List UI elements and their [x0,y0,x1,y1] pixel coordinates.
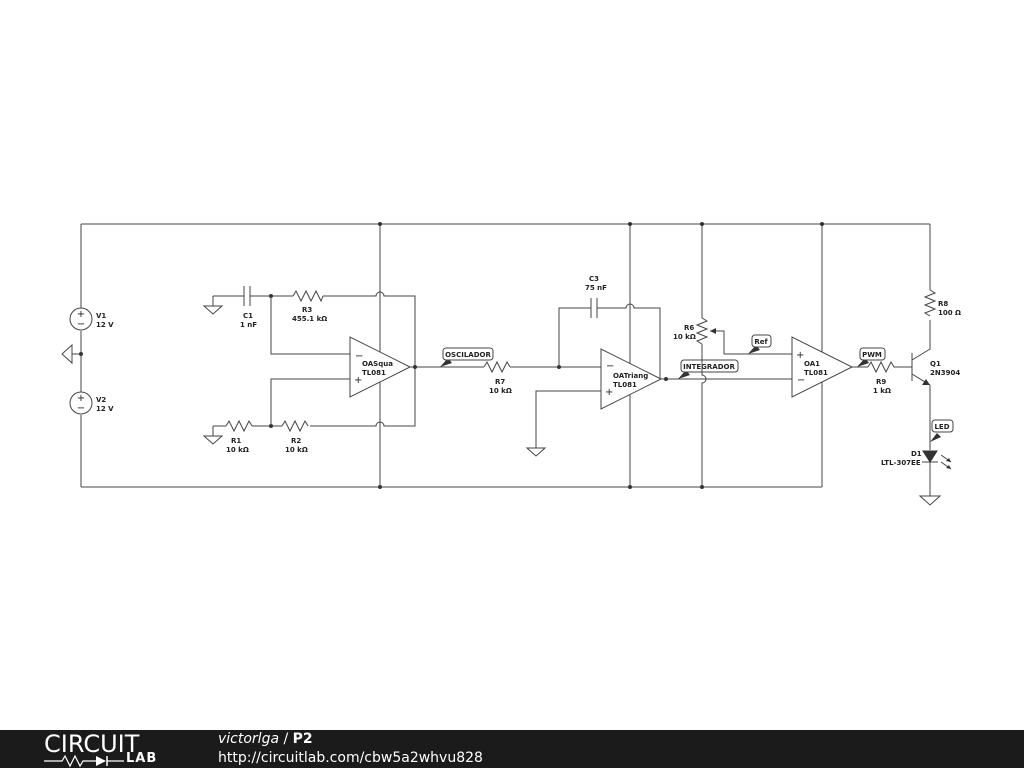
oa1-ref: OA1 [804,360,820,368]
ground-symbol-led [918,495,942,506]
resistor-r3: R3 455.1 kΩ [292,289,327,323]
c1-value: 1 nF [240,321,257,329]
integrador-text: INTEGRADOR [683,363,735,371]
r3-value: 455.1 kΩ [292,315,327,323]
ground-symbol-c1 [202,296,224,315]
r7-value: 10 kΩ [489,387,512,395]
q1-ref: Q1 [930,360,941,368]
v2-plus-sign: + [77,393,85,404]
circuitlab-logo[interactable]: CIRCUIT LAB [44,730,174,768]
footer-meta: victorlga / P2 http://circuitlab.com/cbw… [218,730,483,767]
circuit-schematic: + − V1 12 V + − V2 12 V C1 1 nF R3 455.1… [61,222,961,506]
v2-minus-sign: − [77,403,85,414]
led-d1: D1 LTL-307EE [881,450,952,470]
r9-ref: R9 [876,378,886,386]
d1-value: LTL-307EE [881,459,921,467]
r2-ref: R2 [291,437,301,445]
ground-symbol-r1 [202,426,224,445]
transistor-q1: Q1 2N3904 [911,224,960,386]
oatriang-minus: − [606,361,614,372]
author-line: victorlga / P2 [218,730,483,749]
net-label-oscilador: OSCILADOR [440,347,494,367]
net-label-pwm: PWM [857,347,886,367]
oasqua-value: TL081 [362,369,386,377]
r9-value: 1 kΩ [873,387,891,395]
wire-oatriang-noninv-gnd [535,390,601,448]
v1-ref: V1 [96,312,106,320]
c1-ref: C1 [243,312,253,320]
oatriang-value: TL081 [613,381,637,389]
oatriang-ref: OATriang [613,372,648,380]
resistor-r7: R7 10 kΩ [483,360,512,395]
oasqua-ref: OASqua [362,360,393,368]
oasqua-plus: + [354,375,362,386]
footer-bar: CIRCUIT LAB victorlga / P2 http://circui… [0,730,1024,768]
oasqua-minus: − [355,351,363,362]
r2-value: 10 kΩ [285,446,308,454]
resistor-diode-icon [44,754,124,768]
source-v1: + − V1 12 V [69,307,114,331]
q1-value: 2N3904 [930,369,960,377]
ref-text: Ref [754,338,768,346]
oscilador-text: OSCILADOR [445,351,491,359]
v2-value: 12 V [96,405,114,413]
resistor-r2: R2 10 kΩ [281,419,309,454]
logo-circuit-text: CIRCUIT [44,730,140,758]
wire-c3-loop [558,303,661,379]
oatriang-plus: + [605,387,613,398]
r1-value: 10 kΩ [226,446,249,454]
source-v2: + − V2 12 V [69,391,114,415]
r6-value: 10 kΩ [673,333,696,341]
author-link[interactable]: victorlga [218,731,280,747]
opamp-oatriang: − + OATriang TL081 [600,348,663,410]
v2-ref: V2 [96,396,106,404]
project-url[interactable]: http://circuitlab.com/cbw5a2whvu828 [218,750,483,766]
capacitor-c1: C1 1 nF [240,286,257,329]
oa1-plus: + [796,350,804,361]
capacitor-c3: C3 75 nF [585,275,607,318]
oa1-minus: − [797,375,805,386]
led-text: LED [934,423,949,431]
r8-value: 100 Ω [938,309,961,317]
r7-ref: R7 [495,378,505,386]
r6-ref: R6 [684,324,694,332]
logo-lab-text: LAB [126,751,158,766]
resistor-r9: R9 1 kΩ [867,360,912,395]
net-label-integrador: INTEGRADOR [678,359,739,379]
d1-ref: D1 [911,450,922,458]
wire-divider-noninv [270,378,350,426]
project-name[interactable]: P2 [292,731,313,747]
ground-symbol-oatriang [525,447,547,457]
wire-r3-feedback [310,291,416,427]
r3-ref: R3 [302,306,312,314]
resistor-r1: R1 10 kΩ [225,419,253,454]
pwm-text: PWM [862,351,882,359]
oa1-value: TL081 [804,369,828,377]
wire-cnode-inv [270,296,350,355]
potentiometer-r6: R6 10 kΩ [673,317,725,354]
net-label-led: LED [930,419,954,442]
c3-ref: C3 [589,275,599,283]
resistor-r8: R8 100 Ω [923,289,961,317]
r8-ref: R8 [938,300,948,308]
r1-ref: R1 [231,437,241,445]
ground-symbol-midpoint [61,343,83,365]
path-separator: / [279,731,293,747]
wire-r6 [701,224,707,487]
v1-minus-sign: − [77,319,85,330]
c3-value: 75 nF [585,284,607,292]
net-label-ref: Ref [748,334,772,354]
v1-value: 12 V [96,321,114,329]
v1-plus-sign: + [77,309,85,320]
